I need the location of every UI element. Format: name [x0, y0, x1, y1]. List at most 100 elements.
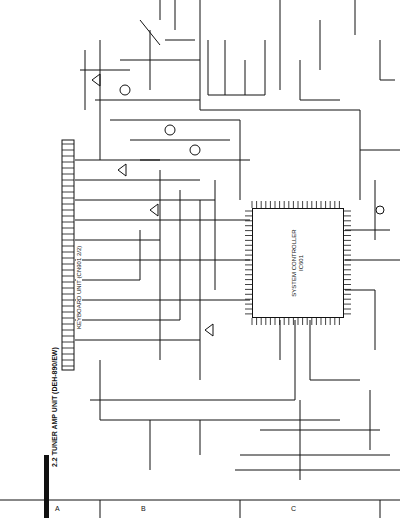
ic-pin	[245, 225, 252, 226]
connector-block	[62, 140, 74, 370]
ic-pin	[311, 318, 312, 325]
ic-pin	[245, 274, 252, 275]
ic-pin	[307, 318, 308, 325]
ic-pin	[245, 269, 252, 270]
ic-pin	[344, 220, 351, 221]
amp-symbol	[92, 74, 213, 336]
ic-pin	[330, 318, 331, 325]
connector-pin	[62, 288, 74, 289]
wire	[345, 150, 400, 350]
ic-pin	[344, 284, 351, 285]
ic-pin	[344, 250, 351, 251]
ic-pin	[344, 230, 351, 231]
connector-pin	[62, 186, 74, 187]
connector-pin	[62, 354, 74, 355]
ic-pin	[344, 309, 351, 310]
ic-pin	[245, 245, 252, 246]
connector-pin	[62, 276, 74, 277]
connector-pin	[62, 180, 74, 181]
connector-pin	[62, 228, 74, 229]
chip-label: SYSTEM CONTROLLER	[291, 229, 298, 296]
ic-pin	[245, 215, 252, 216]
ic-chip: SYSTEM CONTROLLERIC601	[252, 208, 344, 318]
wire	[280, 0, 340, 100]
transistor-symbol	[120, 85, 130, 95]
ic-pin	[344, 299, 351, 300]
ic-pin	[245, 299, 252, 300]
connector-pin	[62, 156, 74, 157]
ic-pin	[344, 255, 351, 256]
connector-pin	[62, 174, 74, 175]
ic-pin	[275, 318, 276, 325]
ic-pin	[245, 294, 252, 295]
frame-wire	[200, 0, 400, 150]
chip-label: IC601	[298, 229, 305, 296]
connector-pin	[62, 144, 74, 145]
ic-pin	[245, 255, 252, 256]
ic-pin	[245, 211, 252, 212]
ic-pin	[344, 304, 351, 305]
connector-pin	[62, 324, 74, 325]
ic-pin	[344, 240, 351, 241]
ic-pin	[298, 201, 299, 208]
connector-pin	[62, 168, 74, 169]
ic-pin	[302, 201, 303, 208]
connector-pin	[62, 318, 74, 319]
ic-pin	[245, 250, 252, 251]
wire	[150, 390, 380, 480]
ic-pin	[245, 220, 252, 221]
page-title: 2.2 TUNER AMP UNIT (DEH-890/EW)	[51, 346, 58, 468]
connector-pin	[62, 252, 74, 253]
ic-pin	[334, 201, 335, 208]
wire	[90, 320, 360, 420]
connector-pin	[62, 210, 74, 211]
ic-pin	[245, 309, 252, 310]
connector-label: KEYBOARD UNIT (CN901 2/2)	[76, 245, 82, 330]
ic-pin	[245, 279, 252, 280]
ic-pin	[344, 274, 351, 275]
grid-letter: B	[140, 505, 147, 512]
ic-pin	[344, 225, 351, 226]
transistor-symbol	[190, 145, 200, 155]
wire	[160, 0, 395, 80]
ic-pin	[344, 235, 351, 236]
ic-pin	[325, 201, 326, 208]
ic-pin	[316, 318, 317, 325]
connector-pin	[62, 222, 74, 223]
connector-pin	[62, 294, 74, 295]
ic-pin	[344, 279, 351, 280]
ic-pin	[265, 201, 266, 208]
wire	[208, 40, 265, 95]
transistor-symbol	[165, 125, 175, 135]
ic-pin	[339, 318, 340, 325]
ic-pin	[245, 235, 252, 236]
ic-pin	[344, 211, 351, 212]
ic-pin	[256, 318, 257, 325]
ic-pin	[284, 201, 285, 208]
ic-pin	[245, 313, 252, 314]
grid-letter: A	[54, 505, 61, 512]
ic-pin	[288, 201, 289, 208]
connector-pin	[62, 258, 74, 259]
wire	[235, 455, 400, 470]
connector-pin	[62, 204, 74, 205]
ic-pin	[245, 240, 252, 241]
connector-pin	[62, 312, 74, 313]
wire	[95, 100, 250, 200]
ic-pin	[307, 201, 308, 208]
ic-pin	[279, 318, 280, 325]
ic-pin	[330, 201, 331, 208]
ic-pin	[252, 318, 253, 325]
connector-pin	[62, 366, 74, 367]
ic-pin	[265, 318, 266, 325]
ic-pin	[279, 201, 280, 208]
connector-pin	[62, 330, 74, 331]
ic-pin	[284, 318, 285, 325]
ic-pin	[298, 318, 299, 325]
ic-pin	[252, 201, 253, 208]
connector-pin	[62, 360, 74, 361]
ic-pin	[344, 289, 351, 290]
connector-pin	[62, 336, 74, 337]
chip-label-group: SYSTEM CONTROLLERIC601	[291, 229, 304, 296]
ic-pin	[311, 201, 312, 208]
